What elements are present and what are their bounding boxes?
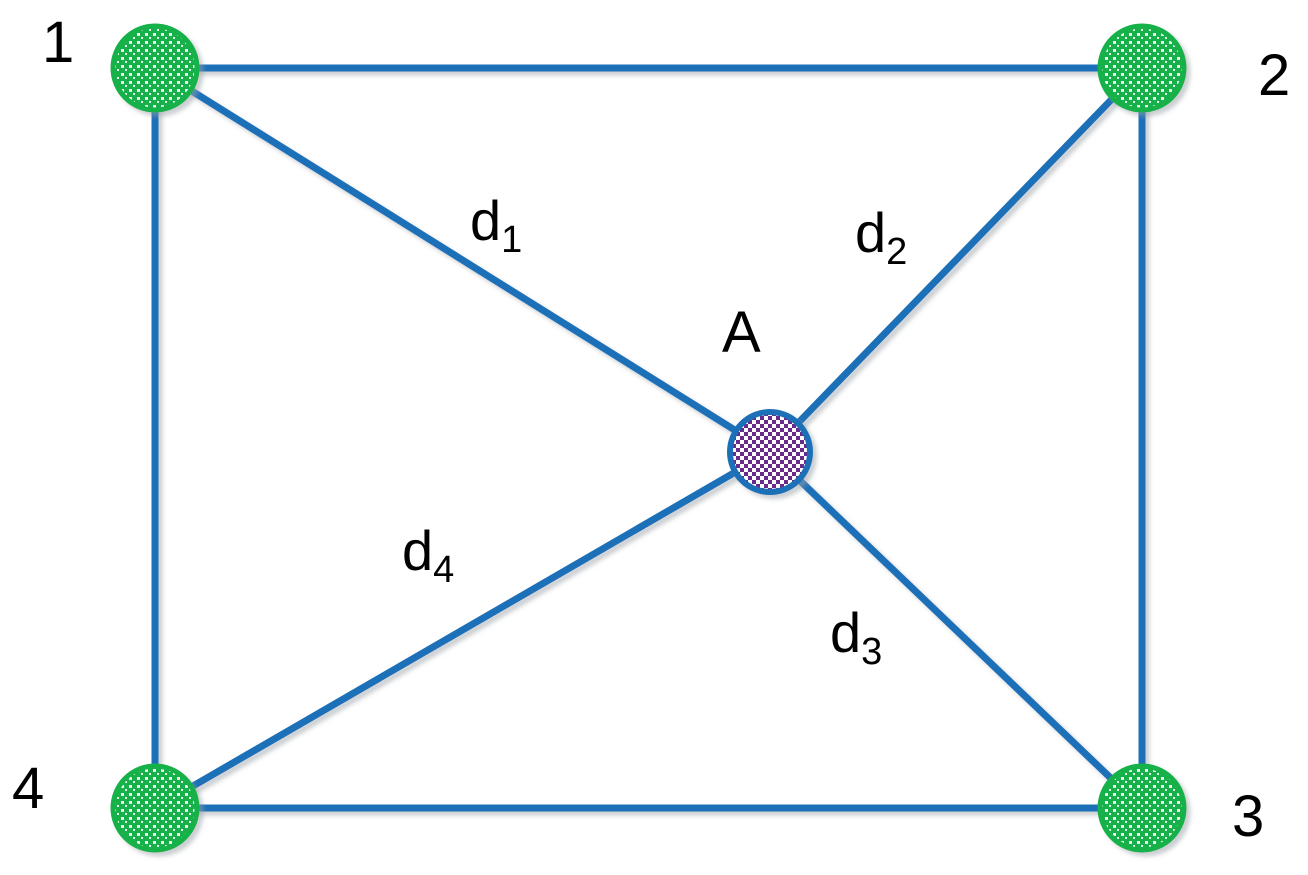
node-label-1: 1 — [42, 10, 74, 75]
distance-label-d2-sub: 2 — [886, 231, 907, 273]
distance-edges — [153, 65, 1145, 812]
anchor-nodes — [110, 23, 1187, 853]
node-label-3: 3 — [1232, 784, 1264, 849]
distance-label-d2: d2 — [855, 201, 907, 273]
anchor-node-4 — [110, 763, 200, 853]
distance-label-d1-base: d — [470, 189, 501, 252]
edge-d1 — [153, 65, 772, 455]
perimeter-edges — [151, 64, 1146, 812]
node-labels: 1 2 3 4 A — [12, 10, 1290, 849]
node-label-4: 4 — [12, 756, 44, 821]
edge-d4 — [153, 448, 772, 812]
distance-label-d3-sub: 3 — [861, 631, 882, 673]
node-label-a: A — [722, 300, 761, 365]
distance-label-d1-sub: 1 — [501, 219, 522, 261]
distance-labels: d1 d2 d3 d4 — [402, 189, 907, 673]
distance-label-d3: d3 — [830, 601, 882, 673]
target-node-a — [727, 409, 813, 495]
distance-label-d2-base: d — [855, 201, 886, 264]
node-label-2: 2 — [1258, 43, 1290, 108]
anchor-node-1 — [110, 23, 200, 113]
anchor-node-3 — [1097, 763, 1187, 853]
anchor-node-2 — [1097, 23, 1187, 113]
distance-label-d4: d4 — [402, 519, 454, 591]
distance-label-d4-sub: 4 — [433, 549, 454, 591]
edge-d2 — [767, 65, 1145, 455]
distance-label-d4-base: d — [402, 519, 433, 582]
distance-label-d3-base: d — [830, 601, 861, 664]
distance-label-d1: d1 — [470, 189, 522, 261]
edge-d3 — [767, 449, 1145, 811]
